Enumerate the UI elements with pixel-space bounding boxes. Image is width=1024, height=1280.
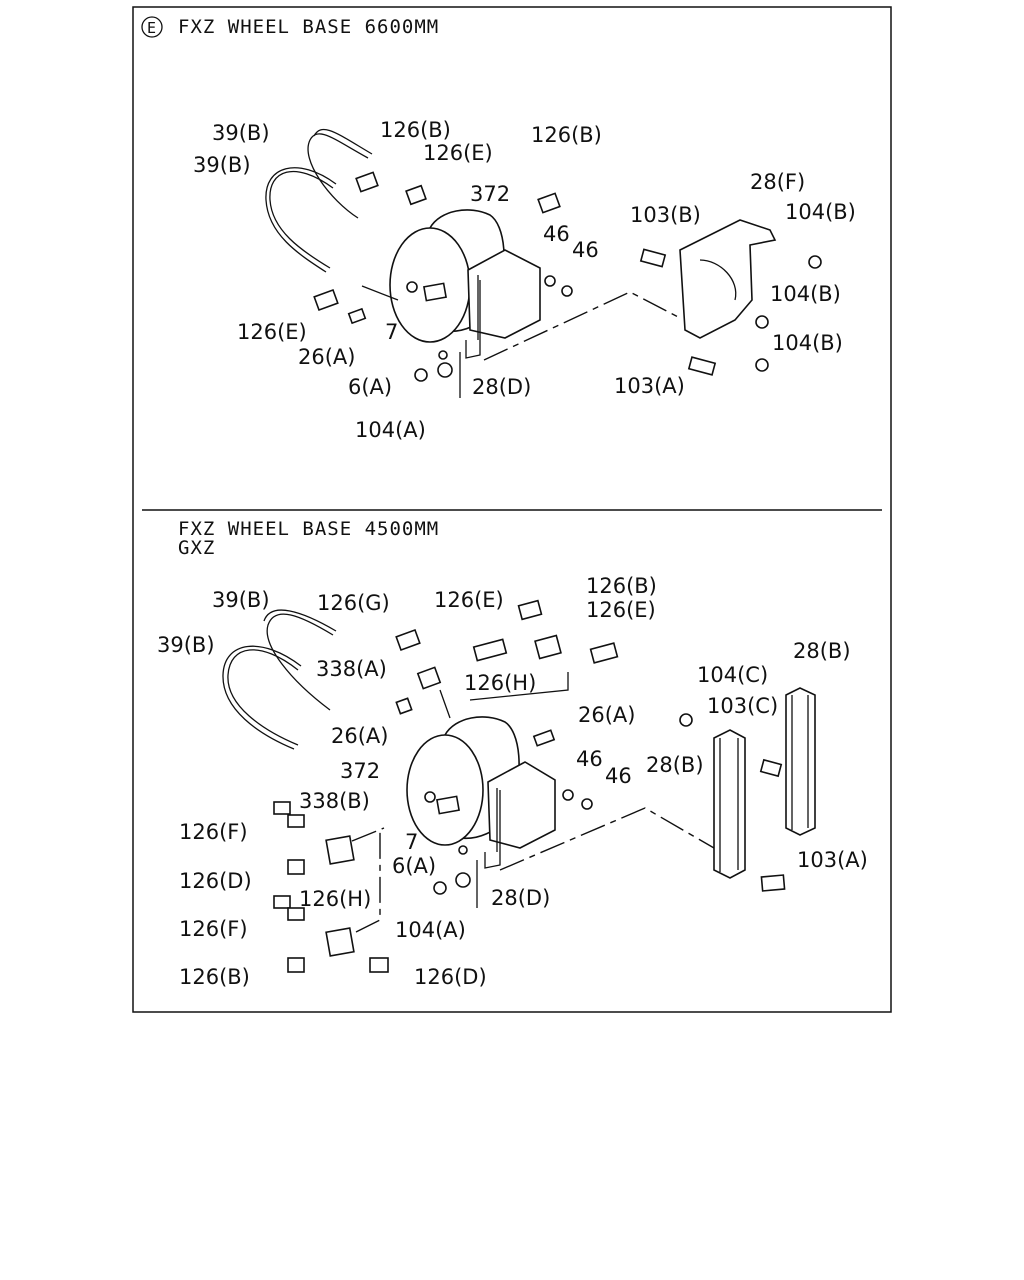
section-2-labels: 39(B) 126(G) 126(E) 126(B) 126(E) 39(B) … [157, 574, 868, 989]
callout: 126(D) [179, 869, 252, 893]
callout: 126(E) [423, 141, 493, 165]
callout: 103(A) [797, 848, 868, 872]
section-2-title: FXZ WHEEL BASE 4500MM [178, 518, 439, 540]
callout: 28(D) [472, 375, 531, 399]
hose-39b-lower [227, 649, 299, 746]
callout: 7 [405, 830, 418, 854]
diagram-border [132, 6, 892, 1013]
callout: 126(E) [237, 320, 307, 344]
callout: 6(A) [392, 854, 436, 878]
section-1-drawing [265, 128, 822, 398]
section-2-drawing [222, 599, 816, 973]
callout: 126(H) [299, 887, 371, 911]
callout: 372 [340, 759, 380, 783]
callout: 6(A) [348, 375, 392, 399]
callout: 104(B) [772, 331, 843, 355]
callout: 39(B) [212, 121, 270, 145]
callout: 39(B) [212, 588, 270, 612]
channel-28b [713, 687, 816, 879]
callout: 46 [576, 747, 603, 771]
callout: 126(B) [380, 118, 451, 142]
callout: 104(B) [785, 200, 856, 224]
callout: 126(F) [179, 917, 248, 941]
callout: 28(B) [793, 639, 851, 663]
fittings-group [273, 599, 619, 973]
callout: 103(C) [707, 694, 778, 718]
fittings-group [313, 171, 573, 382]
callout: 28(F) [750, 170, 805, 194]
callout: 126(G) [317, 591, 390, 615]
callout: 104(B) [770, 282, 841, 306]
callout: 26(A) [331, 724, 388, 748]
bracket-28d [467, 249, 541, 339]
callout: 46 [543, 222, 570, 246]
bracket-28d [487, 761, 556, 849]
section-1-labels: 39(B) 39(B) 126(B) 126(E) 126(B) 372 28(… [193, 118, 856, 442]
callout: 46 [572, 238, 599, 262]
callout: 338(B) [299, 789, 370, 813]
callout: 126(B) [179, 965, 250, 989]
callout: 46 [605, 764, 632, 788]
section-marker-circle [141, 16, 163, 38]
callout: 126(E) [586, 598, 656, 622]
hose-39b-upper [307, 133, 369, 219]
callout: 103(A) [614, 374, 685, 398]
callout: 104(C) [697, 663, 768, 687]
callout: 28(D) [491, 886, 550, 910]
section-2-header: FXZ WHEEL BASE 4500MM GXZ [178, 518, 439, 559]
callout: 126(E) [434, 588, 504, 612]
section-1-title: FXZ WHEEL BASE 6600MM [178, 16, 439, 38]
callout: 39(B) [193, 153, 251, 177]
callout: 372 [470, 182, 510, 206]
callout: 104(A) [355, 418, 426, 442]
hose-39b-upper [266, 613, 334, 711]
callout: 104(A) [395, 918, 466, 942]
callout: 126(B) [531, 123, 602, 147]
callout: 26(A) [298, 345, 355, 369]
callout: 126(H) [464, 671, 536, 695]
callout: 26(A) [578, 703, 635, 727]
section-marker: E [147, 19, 157, 37]
section-1-header: E FXZ WHEEL BASE 6600MM [141, 16, 439, 38]
hose-39b-lower [269, 171, 334, 269]
callout: 39(B) [157, 633, 215, 657]
callout: 338(A) [316, 657, 387, 681]
section-2-subtitle: GXZ [178, 537, 215, 559]
callout: 103(B) [630, 203, 701, 227]
callout: 126(F) [179, 820, 248, 844]
callout: 126(D) [414, 965, 487, 989]
bracket-28f [679, 219, 777, 339]
callout: 126(B) [586, 574, 657, 598]
callout: 7 [385, 320, 398, 344]
callout: 28(B) [646, 753, 704, 777]
